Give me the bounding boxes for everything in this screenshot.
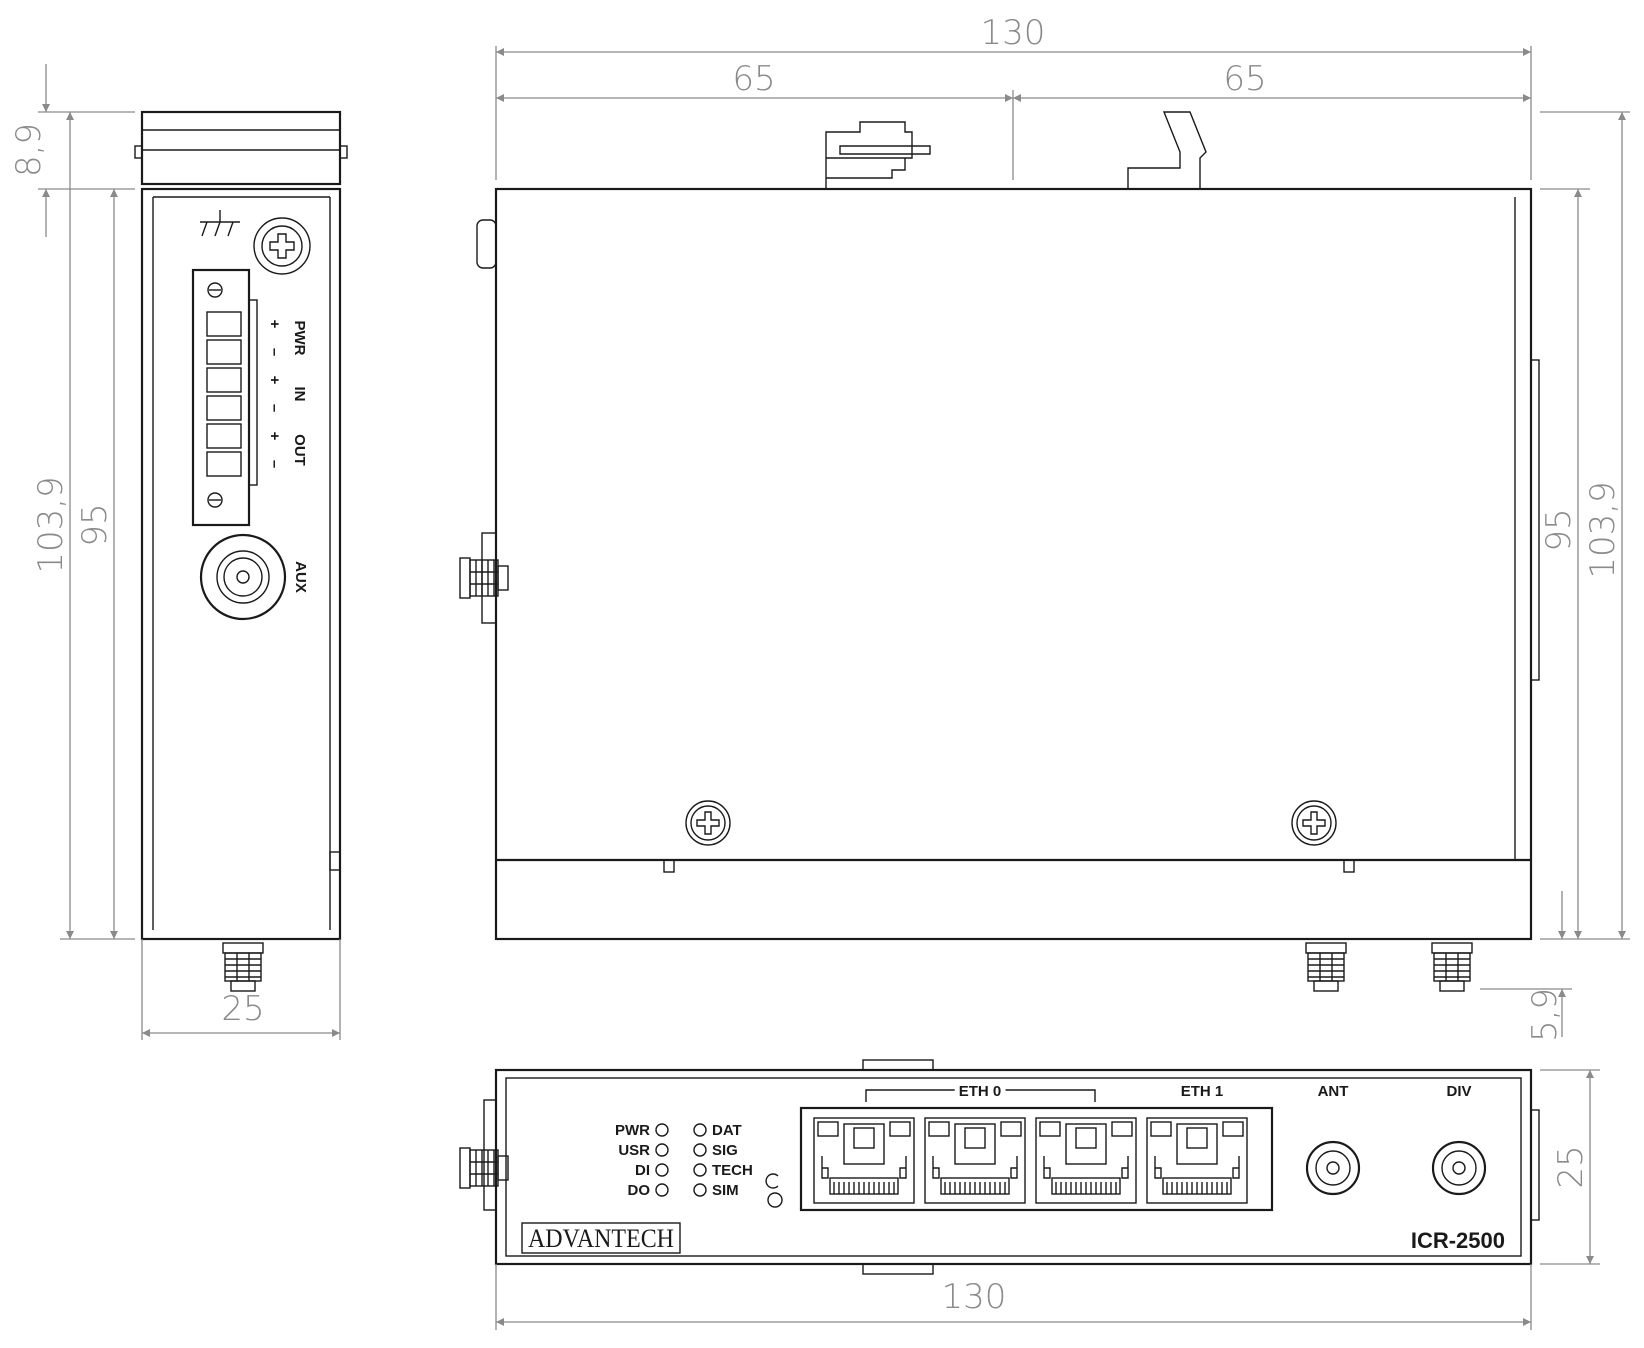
ant-connector[interactable] bbox=[1305, 1140, 1361, 1196]
div-connector-top-view bbox=[1431, 942, 1473, 992]
div-label: DIV bbox=[1446, 1083, 1471, 1100]
led-label-usr: USR bbox=[618, 1142, 650, 1159]
ground-icon bbox=[200, 210, 240, 237]
led-dat-icon bbox=[693, 1123, 707, 1137]
reset-button[interactable] bbox=[765, 1173, 783, 1208]
dim-top-half-left: 65 bbox=[732, 59, 775, 99]
led-sim-icon bbox=[693, 1183, 707, 1197]
led-do-icon bbox=[655, 1183, 669, 1197]
aux-label: AUX bbox=[292, 561, 309, 593]
led-label-do: DO bbox=[628, 1182, 651, 1199]
eth0-port-1[interactable] bbox=[813, 1117, 915, 1204]
out-plus: + bbox=[266, 432, 283, 441]
pwr-label: PWR bbox=[291, 321, 308, 356]
dim-front-height: 25 bbox=[1551, 1145, 1591, 1188]
dim-left-total: 103,9 bbox=[31, 476, 71, 573]
in-plus: + bbox=[266, 376, 283, 385]
in-minus: – bbox=[266, 404, 283, 412]
brand-logo: ADVANTECH bbox=[528, 1224, 674, 1253]
left-antenna-connector bbox=[459, 557, 509, 599]
screw-icon bbox=[1291, 800, 1337, 846]
out-label: OUT bbox=[291, 434, 308, 466]
led-label-tech: TECH bbox=[712, 1162, 753, 1179]
dim-left-top: 8,9 bbox=[9, 123, 49, 177]
dim-top-half-right: 65 bbox=[1223, 59, 1266, 99]
top-view bbox=[459, 111, 1540, 992]
brand-logo-frame bbox=[521, 1222, 681, 1254]
dim-right-total: 103,9 bbox=[1583, 481, 1623, 578]
led-label-di: DI bbox=[635, 1162, 650, 1179]
ground-screw-icon bbox=[253, 217, 311, 275]
ant-label: ANT bbox=[1318, 1083, 1349, 1100]
eth1-port[interactable] bbox=[1146, 1117, 1248, 1204]
out-minus: – bbox=[266, 460, 283, 468]
dim-top-total: 130 bbox=[981, 13, 1046, 53]
led-tech-icon bbox=[693, 1163, 707, 1177]
dim-left-body: 95 bbox=[75, 503, 115, 546]
pwr-minus-1: – bbox=[266, 348, 283, 356]
eth0-port-3[interactable] bbox=[1035, 1117, 1137, 1204]
led-pwr-icon bbox=[655, 1123, 669, 1137]
screw-icon bbox=[685, 800, 731, 846]
terminal-block[interactable] bbox=[191, 268, 258, 527]
dim-right-body: 95 bbox=[1539, 508, 1579, 551]
led-di-icon bbox=[655, 1163, 669, 1177]
pwr-plus-1: + bbox=[266, 320, 283, 329]
dim-left-width: 25 bbox=[221, 989, 264, 1029]
led-usr-icon bbox=[655, 1143, 669, 1157]
led-label-dat: DAT bbox=[712, 1122, 742, 1139]
dim-right-connector: 5,9 bbox=[1525, 988, 1565, 1042]
dim-front-width: 130 bbox=[942, 1277, 1007, 1317]
front-view: ETH 0 ETH 1 ANT DIV PWR USR DI DO bbox=[459, 1059, 1540, 1275]
aux-connector[interactable] bbox=[199, 533, 287, 621]
led-group-left: PWR USR DI DO bbox=[615, 1122, 669, 1199]
led-label-sim: SIM bbox=[712, 1182, 739, 1199]
in-label: IN bbox=[291, 387, 308, 402]
ant-connector-top-view bbox=[1305, 942, 1347, 992]
eth0-port-2[interactable] bbox=[924, 1117, 1026, 1204]
side-view: + – + – + – PWR IN OUT AUX bbox=[134, 110, 348, 992]
led-label-sig: SIG bbox=[712, 1142, 738, 1159]
eth0-label: ETH 0 bbox=[959, 1083, 1002, 1100]
led-sig-icon bbox=[693, 1143, 707, 1157]
side-sma-connector bbox=[222, 942, 264, 992]
div-connector[interactable] bbox=[1431, 1140, 1487, 1196]
model-name: ICR-2500 bbox=[1411, 1228, 1505, 1253]
dimension-lines: 130 65 65 8,9 103,9 95 25 95 103,9 bbox=[9, 13, 1630, 1330]
eth1-label: ETH 1 bbox=[1181, 1083, 1224, 1100]
led-label-pwr: PWR bbox=[615, 1122, 650, 1139]
led-group-right: DAT SIG TECH SIM bbox=[693, 1122, 753, 1199]
